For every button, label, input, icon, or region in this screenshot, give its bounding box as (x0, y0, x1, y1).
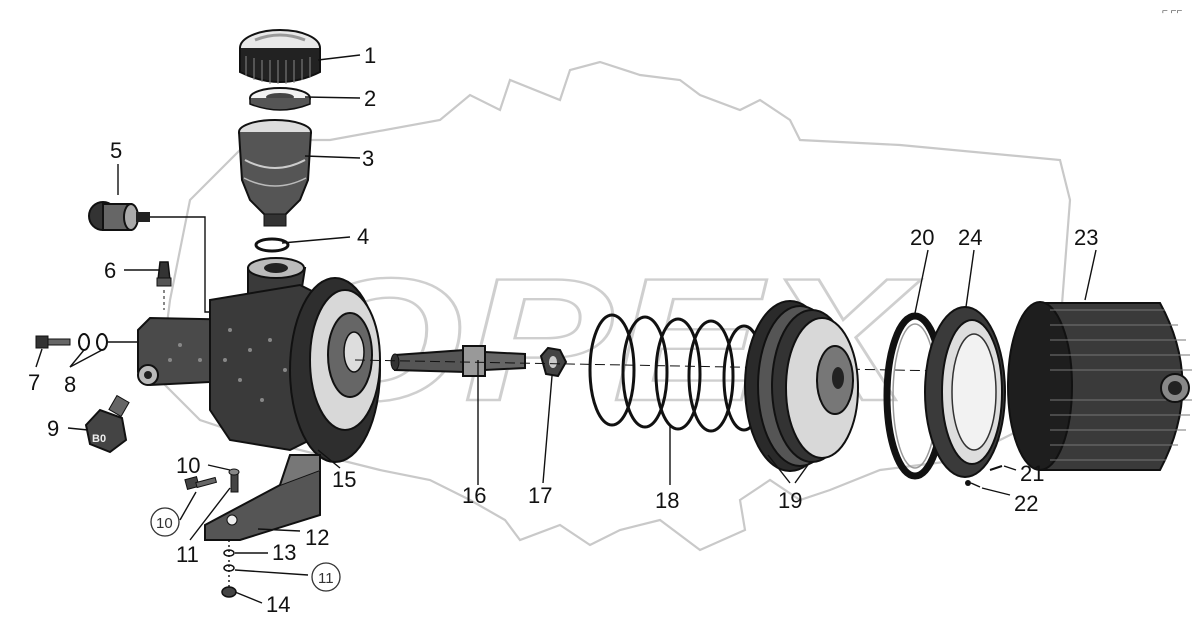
part-number-labels: 1 2 3 4 5 6 7 8 9 10 11 12 13 14 15 16 1… (28, 43, 1098, 617)
part-6-nipple (156, 261, 172, 310)
label-1: 1 (364, 43, 376, 68)
label-2: 2 (364, 86, 376, 111)
label-12: 12 (305, 525, 329, 550)
label-4: 4 (357, 224, 369, 249)
part-18-spring (588, 313, 766, 433)
part-14-nut (221, 586, 237, 598)
part-10-screw (228, 468, 240, 493)
part-1-knurled-cap (239, 29, 321, 84)
label-22: 22 (1014, 491, 1038, 516)
part-2-washer (249, 87, 311, 111)
svg-text:B0: B0 (92, 433, 106, 445)
label-21: 21 (1020, 461, 1044, 486)
pump-housing-casting (137, 257, 381, 463)
label-20: 20 (910, 225, 934, 250)
label-3: 3 (362, 146, 374, 171)
part-24-cover-ring (924, 306, 1006, 478)
part-17-nut (539, 346, 568, 378)
circled-ref-10-ring (150, 507, 180, 537)
label-5: 5 (110, 138, 122, 163)
part-19-rotor (744, 300, 859, 472)
circled-ref-11-ring (311, 562, 341, 592)
assembly-axis-line (354, 359, 1001, 373)
label-14: 14 (266, 592, 290, 617)
label-24: 24 (958, 225, 982, 250)
part-12-bracket (204, 454, 321, 541)
part-7-bolt (35, 335, 71, 349)
label-23: 23 (1074, 225, 1098, 250)
part-4-o-ring (254, 237, 290, 253)
label-18: 18 (655, 488, 679, 513)
leader-lines (35, 54, 1097, 604)
circled-references: 10 11 (150, 507, 341, 592)
label-10: 10 (176, 453, 200, 478)
watermark-gear (158, 60, 1072, 552)
part-8-washers (78, 333, 108, 351)
circled-ref-10: 10 (156, 515, 173, 532)
label-8: 8 (64, 372, 76, 397)
part-23-canister (1007, 301, 1192, 471)
label-15: 15 (332, 467, 356, 492)
label-19: 19 (778, 488, 802, 513)
label-13: 13 (272, 540, 296, 565)
part-11-bolt (184, 476, 218, 490)
label-17: 17 (528, 483, 552, 508)
label-9: 9 (47, 416, 59, 441)
part-5-plug (88, 201, 150, 231)
label-7: 7 (28, 370, 40, 395)
part-3-filter-cup (238, 119, 312, 227)
part-9-drain-plug: B0 (84, 394, 130, 454)
label-16: 16 (462, 483, 486, 508)
part-21-pin (989, 465, 1003, 471)
corner-mark: ⌐ ⌐⌐ (1162, 6, 1182, 17)
part-22-pin (965, 480, 981, 488)
label-6: 6 (104, 258, 116, 283)
label-11: 11 (176, 542, 199, 567)
circled-ref-11: 11 (318, 570, 334, 587)
